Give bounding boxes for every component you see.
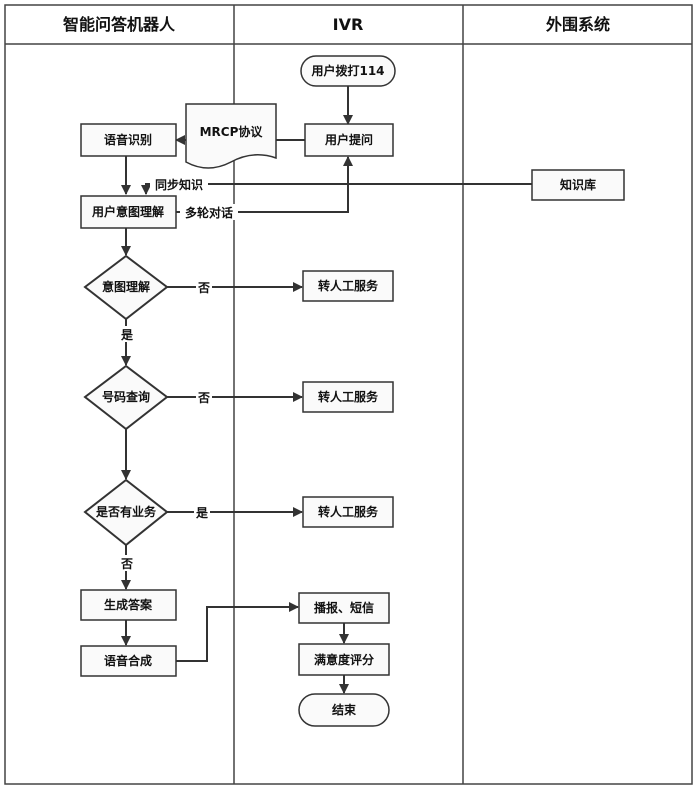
node-answer-label: 生成答案	[104, 597, 153, 612]
node-decision-business-label: 是否有业务	[95, 504, 157, 519]
node-tts-label: 语音合成	[104, 653, 152, 668]
node-survey: 满意度评分	[298, 643, 390, 676]
edge-knowledge-sync	[141, 183, 532, 195]
node-knowledge-label: 知识库	[559, 177, 596, 192]
node-decision-intent-label: 意图理解	[102, 279, 150, 294]
node-answer: 生成答案	[80, 589, 177, 621]
label-multiturn: 多轮对话	[185, 205, 233, 220]
node-human-2-label: 转人工服务	[318, 389, 379, 404]
label-no-2: 否	[197, 391, 210, 405]
node-ask-label: 用户提问	[324, 132, 373, 147]
node-broadcast-label: 播报、短信	[314, 600, 374, 615]
node-decision-business: 是否有业务	[83, 478, 169, 547]
node-human-1: 转人工服务	[302, 270, 394, 302]
node-decision-number: 号码查询	[83, 364, 169, 431]
node-ask: 用户提问	[304, 123, 394, 157]
label-yes-3: 是	[195, 506, 209, 520]
node-survey-label: 满意度评分	[314, 652, 374, 667]
edge-tts-to-broadcast	[176, 602, 299, 662]
node-mrcp-label: MRCP协议	[200, 124, 264, 139]
lane-title-robot: 智能问答机器人	[63, 15, 176, 34]
node-asr-label: 语音识别	[104, 132, 152, 147]
node-end-label: 结束	[332, 702, 357, 717]
node-human-3-label: 转人工服务	[318, 504, 379, 519]
node-mrcp-document: MRCP协议	[185, 103, 277, 169]
node-call-label: 用户拨打114	[310, 63, 384, 78]
label-yes-1: 是	[120, 328, 134, 342]
node-call: 用户拨打114	[300, 55, 396, 87]
node-intent: 用户意图理解	[80, 195, 177, 229]
node-decision-number-label: 号码查询	[102, 389, 150, 404]
node-knowledge: 知识库	[531, 169, 625, 201]
node-human-3: 转人工服务	[302, 496, 394, 528]
node-broadcast: 播报、短信	[298, 592, 390, 624]
label-no-1: 否	[197, 281, 210, 295]
node-intent-label: 用户意图理解	[91, 204, 164, 219]
label-no-3: 否	[120, 557, 133, 571]
node-asr: 语音识别	[80, 123, 177, 157]
node-human-1-label: 转人工服务	[318, 278, 379, 293]
node-tts: 语音合成	[80, 645, 177, 677]
edge-labels: 同步知识 多轮对话 否 是 否 是 否	[119, 176, 238, 571]
label-sync: 同步知识	[155, 177, 203, 192]
lane-title-ivr: IVR	[333, 15, 364, 34]
lane-title-external: 外围系统	[545, 15, 610, 34]
node-decision-intent: 意图理解	[83, 254, 169, 321]
node-human-2: 转人工服务	[302, 381, 394, 413]
node-end: 结束	[298, 693, 390, 727]
outer-border	[4, 4, 693, 785]
